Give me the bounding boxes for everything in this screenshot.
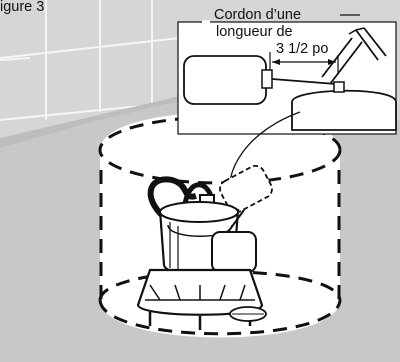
float-switch: [184, 56, 266, 104]
callout-label-line-1: Cordon d’une: [214, 7, 301, 23]
attached-float: [212, 232, 256, 272]
callout-label-line-2: longueur de: [216, 24, 293, 40]
figure-caption-fragment: igure 3: [0, 0, 44, 15]
pump-top: [292, 91, 396, 130]
callout-label-line-3: 3 1/2 po: [276, 41, 328, 57]
